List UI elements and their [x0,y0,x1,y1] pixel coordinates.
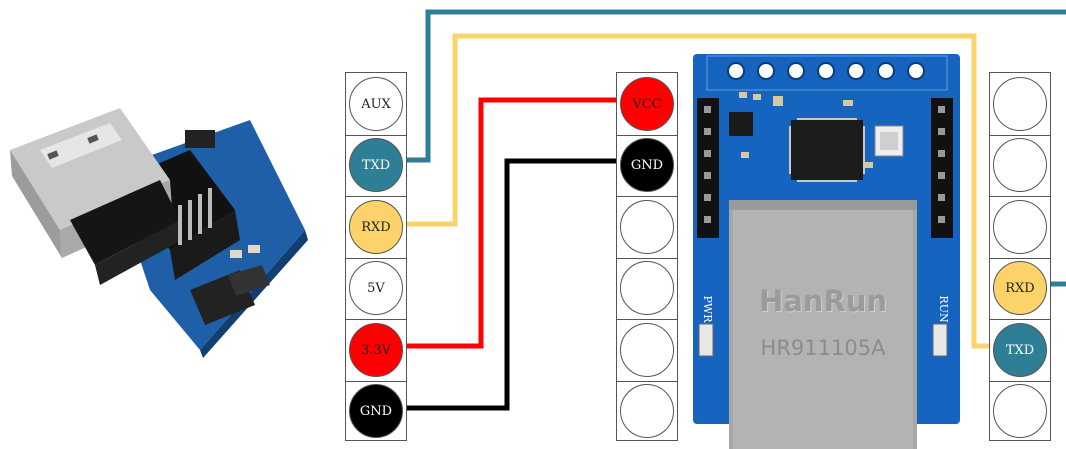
usb-adapter-pin-aux: AUX [349,76,403,131]
ethernet-module: HanRun HR911105A PWR RUN [693,54,960,449]
module-uart-pin-empty [993,199,1047,254]
power-header-divider [617,196,677,197]
usb-adapter-pin-gnd: GND [349,384,403,438]
rj45-model-label: HR911105A [760,336,886,360]
usb-adapter-divider [346,257,406,259]
usb-adapter-divider [346,196,406,197]
module-uart-divider [990,196,1050,197]
module-uart-divider [990,319,1050,320]
power-header-pin-empty [620,384,674,438]
module-uart-pin-empty [993,76,1047,131]
usb-adapter-pin-header: AUX TXD RXD 5V 3.3V GND [345,72,407,441]
usb-adapter-pin-label: 5V [367,281,385,296]
usb-adapter-pin-label: 3.3V [360,342,392,358]
usb-adapter-pin-label: TXD [361,158,391,173]
power-header-pin-label: VCC [632,96,662,112]
power-header-pin-empty [620,199,674,254]
module-uart-pin-label: RXD [1005,281,1035,296]
wire-gnd [406,158,620,411]
module-uart-pin-empty [993,384,1047,438]
module-uart-pin-header: RXD TXD [989,72,1051,441]
usb-ttl-adapter-image [10,108,308,358]
wire-txd [406,9,1066,163]
usb-adapter-pin-label: GND [359,404,393,419]
power-header-pin-empty [620,261,674,315]
rj45-brand-label: HanRun [758,284,888,318]
usb-adapter-divider [346,319,406,320]
module-uart-divider [990,257,1050,259]
usb-adapter-divider [346,380,406,382]
power-header-divider [617,380,677,382]
wire-3v3 [406,97,620,349]
power-header-divider [617,319,677,320]
usb-adapter-pin-label: AUX [361,96,391,112]
power-header-divider [617,134,677,136]
module-uart-pin-txd: TXD [993,322,1047,377]
power-header-pin-label: GND [630,158,664,173]
usb-adapter-pin-5v: 5V [349,261,403,315]
usb-adapter-pin-txd: TXD [349,138,403,192]
module-uart-divider [990,134,1050,136]
power-header-pin-vcc: VCC [620,76,674,131]
power-header-pin-empty [620,322,674,377]
module-uart-pin-label: TXD [1005,342,1035,358]
usb-adapter-pin-33v: 3.3V [349,322,403,377]
usb-adapter-divider [346,134,406,136]
power-header-divider [617,257,677,259]
module-uart-pin-empty [993,138,1047,192]
power-header-pin-gnd: GND [620,138,674,192]
run-led-label: RUN [937,295,950,323]
module-uart-divider [990,380,1050,382]
wire-rxd [406,33,1022,349]
usb-adapter-pin-rxd: RXD [349,199,403,254]
usb-adapter-pin-label: RXD [361,219,391,235]
power-pin-header: VCC GND [616,72,678,441]
module-uart-pin-rxd: RXD [993,261,1047,315]
pwr-led-label: PWR [701,295,714,323]
